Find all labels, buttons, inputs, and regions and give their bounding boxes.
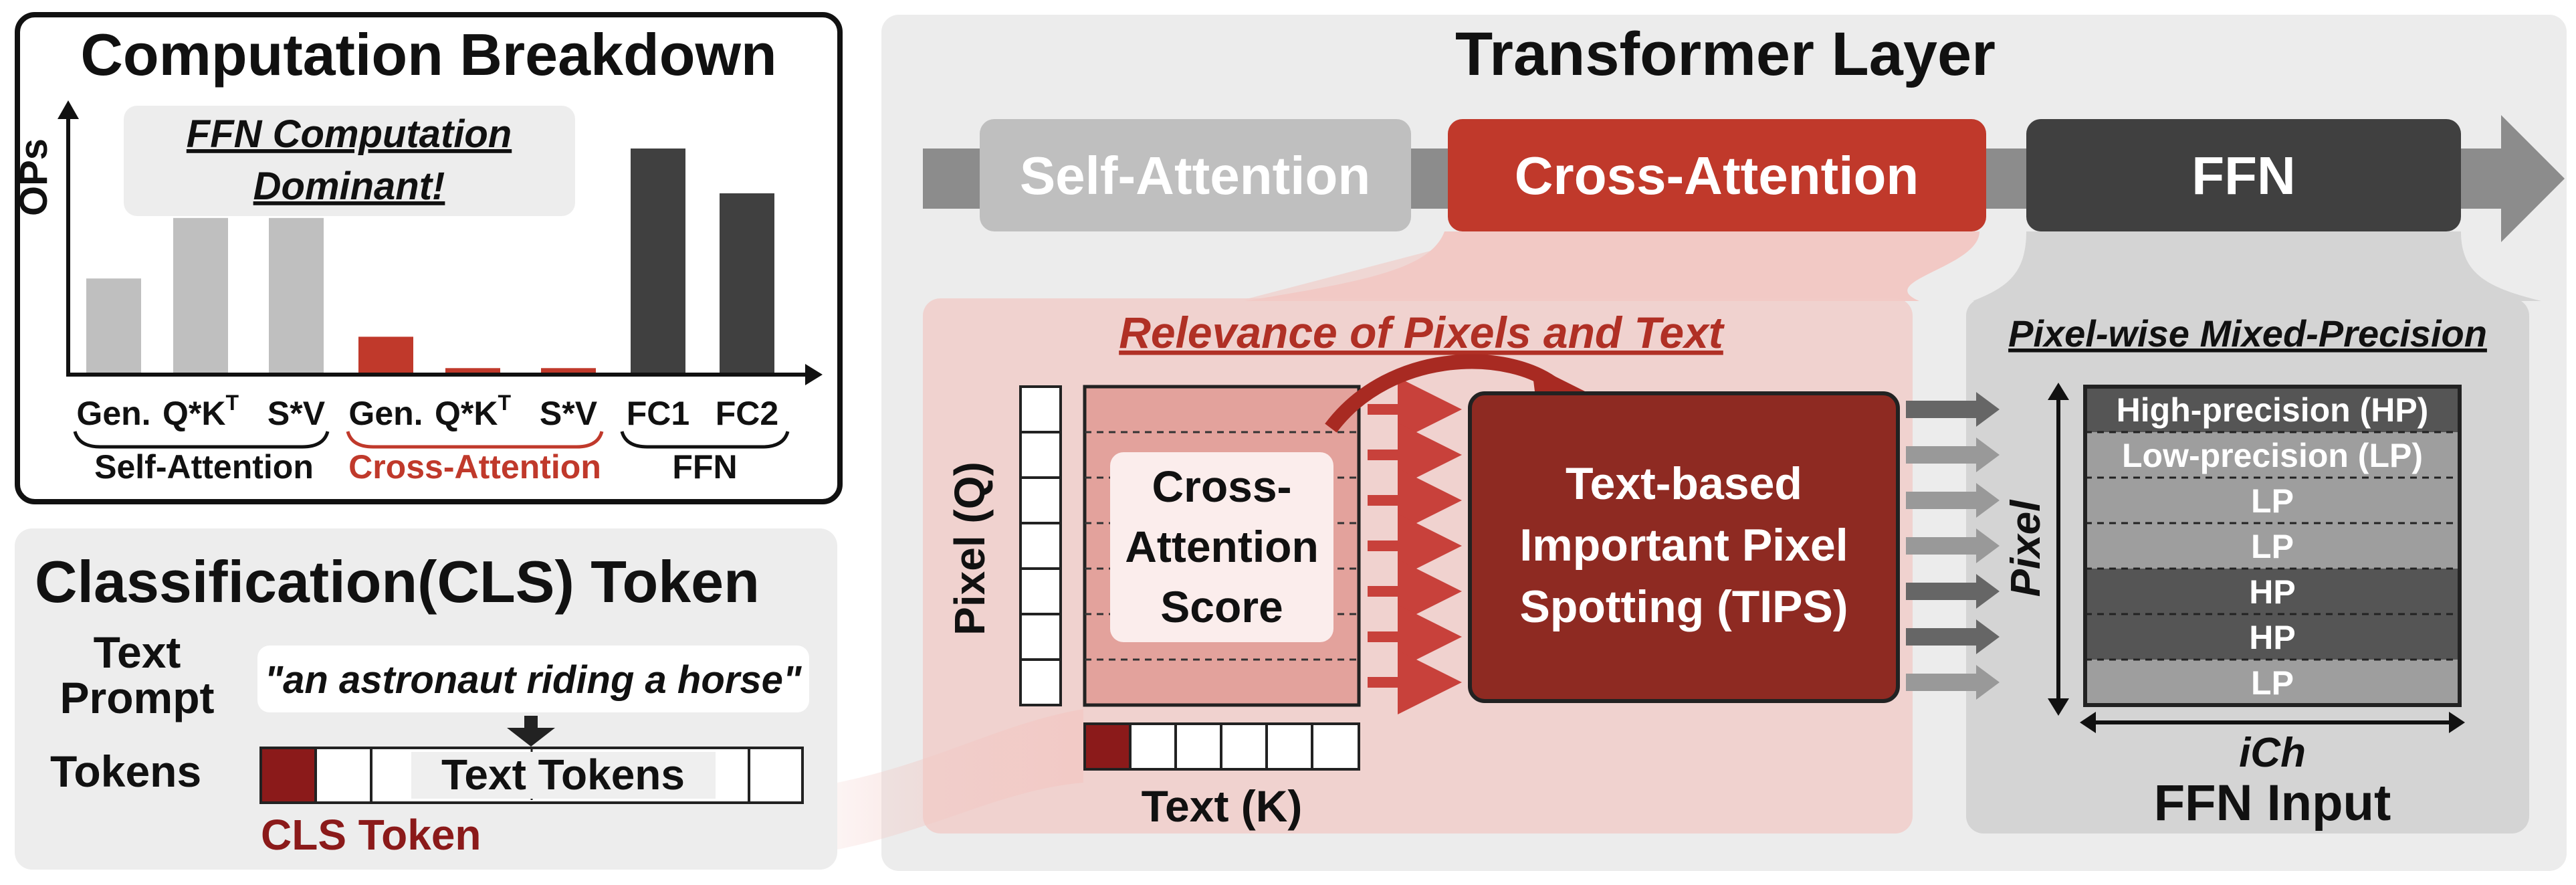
computation-title: Computation Breakdown [80,21,776,88]
bar-label-fc2: FC2 [716,395,778,432]
callout-line1: FFN Computation [187,112,512,156]
text-prompt-line1: Text [94,627,181,677]
text-tokens-label-bg [411,752,716,799]
bar-label-sa-sv: S*V [267,395,326,432]
brace-cross-attention [346,431,604,449]
group-self-attention: Self-Attention [94,448,314,486]
score-label-line1: Cross- [1152,462,1291,511]
bar-4 [445,368,500,373]
score-label-line3: Score [1160,582,1283,631]
y-axis-label: OPs [12,138,56,216]
callout-box [124,106,575,216]
cross-attention-block [1448,119,1986,231]
ffn-funnel [1973,231,2541,301]
text-k-cells [1083,722,1360,771]
cross-attention-label: Cross-Attention [1515,146,1919,205]
precision-rows [2083,385,2462,707]
bar-label-sa-qk: Q*KT [163,391,239,432]
bar-2 [269,217,324,373]
bar-3 [358,336,413,373]
pixel-q-label: Pixel (Q) [946,462,994,635]
bar-series [86,149,774,373]
score-to-tips-arrows [1368,377,1462,714]
group-cross-attention: Cross-Attention [348,448,601,486]
mixed-precision-title: Pixel-wise Mixed-Precision [2008,312,2487,355]
bar-label-ca-gen: Gen. [348,395,423,432]
cls-to-text-k-funnel [837,709,1083,850]
precision-row-1: High-precision (HP) [2117,391,2429,429]
score-label-line2: Attention [1125,522,1319,571]
bar-label-sa-gen: Gen. [76,395,150,432]
precision-row-5: HP [2249,573,2295,611]
bar-0 [86,278,141,373]
self-attention-block [980,119,1411,231]
prompt-box [257,646,809,712]
y-axis-arrowhead [58,100,79,119]
relevance-title: Relevance of Pixels and Text [1119,308,1725,357]
self-attention-label: Self-Attention [1020,146,1370,205]
cls-token-label: CLS Token [261,811,481,859]
bar-1 [173,217,228,373]
tips-line3: Spotting (TIPS) [1519,581,1848,632]
callout-line2: Dominant! [253,165,445,208]
score-label-box [1110,452,1333,642]
precision-row-6: HP [2249,619,2295,656]
text-tokens-label: Text Tokens [441,751,685,799]
bar-5 [541,368,596,373]
ffn-label: FFN [2191,146,2296,205]
group-ffn: FFN [672,448,737,486]
precision-row-3: LP [2251,482,2294,520]
pipeline-arrowhead [2501,115,2565,242]
ffn-input-label: FFN Input [2154,775,2391,831]
bar-label-ca-sv: S*V [540,395,598,432]
tips-box [1468,391,1900,703]
bar-6 [631,149,685,373]
pixel-q-cells [1019,385,1062,706]
cross-attention-funnel-inner [1244,231,1979,301]
prompt-arrow-shaft [524,716,538,730]
precision-row-7: LP [2251,664,2294,702]
x-axis-arrowhead [805,364,823,385]
brace-self-attention [73,431,330,449]
ich-axis-label: iCh [2239,730,2306,776]
precision-row-4: LP [2251,528,2294,565]
tokens-label: Tokens [50,747,201,796]
cls-title: Classification(CLS) Token [35,549,760,615]
text-k-label: Text (K) [1142,781,1303,831]
tips-line2: Important Pixel [1519,520,1848,571]
bar-label-ca-qk: Q*KT [435,391,511,432]
tips-line1: Text-based [1566,458,1802,509]
brace-ffn [620,431,790,449]
ffn-block [2026,119,2461,231]
transformer-title: Transformer Layer [1455,20,1996,88]
prompt-text: "an astronaut riding a horse" [265,658,802,702]
text-prompt-line2: Prompt [60,673,215,722]
pixel-axis-label: Pixel [2003,499,2049,597]
bar-label-fc1: FC1 [627,395,689,432]
precision-row-2: Low-precision (LP) [2122,437,2423,474]
tips-to-ffn-arrows [1906,392,2000,700]
bar-7 [720,193,774,373]
prompt-arrow-head [507,728,555,747]
